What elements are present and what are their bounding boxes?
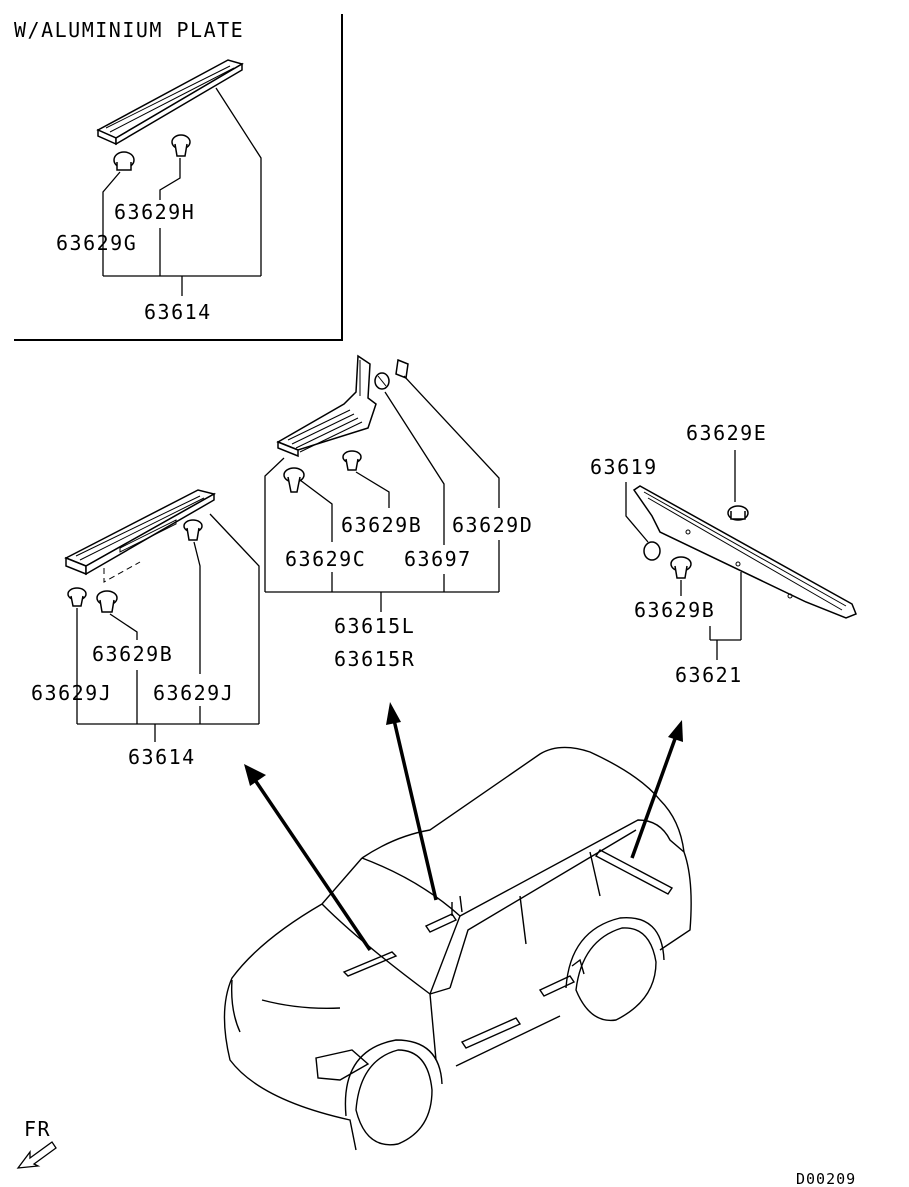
inset-scuff-plate-drawing [96, 59, 244, 146]
front-clip-j-left-drawing [67, 587, 87, 607]
front-direction-label: FR [24, 1117, 51, 1141]
label-rear-clip-b: 63629B [634, 598, 715, 622]
label-center-part-63697: 63697 [404, 547, 472, 571]
center-clip-c-drawing [283, 467, 305, 493]
center-clip-d-drawing [395, 358, 409, 380]
rear-clip-e-drawing [727, 505, 749, 521]
label-front-clip-j-left: 63629J [31, 681, 112, 705]
label-center-plate-r: 63615R [334, 647, 415, 671]
label-inset-clip-g: 63629G [56, 231, 137, 255]
vehicle-illustration [223, 746, 692, 1151]
vehicle-center-scuff-location [424, 913, 458, 933]
inset-clip-h-drawing [171, 134, 191, 157]
front-scuff-plate-group: 63629B 63629J 63629J 63614 [31, 489, 260, 769]
arrow-center-scuff [392, 719, 438, 901]
label-rear-clip-e: 63629E [686, 421, 767, 445]
center-scuff-plate-drawing [276, 354, 377, 458]
vehicle-front-scuff-location [342, 951, 398, 977]
inset-title: W/ALUMINIUM PLATE [14, 18, 244, 42]
arrow-front-scuff [253, 779, 372, 951]
arrow-rear-scuff [630, 735, 678, 859]
rear-clip-b-drawing [670, 556, 692, 579]
label-center-clip-d: 63629D [452, 513, 533, 537]
front-direction-indicator: FR [16, 1117, 57, 1169]
label-center-plate-l: 63615L [334, 614, 415, 638]
label-front-clip-j-right: 63629J [153, 681, 234, 705]
front-scuff-plate-drawing [64, 489, 217, 583]
front-clip-j-right-drawing [183, 519, 203, 541]
center-clip-b-drawing [342, 450, 362, 471]
inset-clip-g-drawing [113, 151, 135, 171]
label-center-clip-b: 63629B [341, 513, 422, 537]
rear-part-63619-drawing [643, 541, 661, 561]
inset-panel: W/ALUMINIUM PLATE 63629H 63629G 63614 [14, 14, 343, 341]
inset-border [14, 14, 343, 341]
diagram-code: D00209 [796, 1170, 856, 1187]
label-front-plate: 63614 [128, 745, 196, 769]
vehicle-rear-scuff-location [594, 849, 674, 895]
label-inset-plate: 63614 [144, 300, 212, 324]
front-arrow-icon [16, 1141, 57, 1169]
label-inset-clip-h: 63629H [114, 200, 195, 224]
label-front-clip-b: 63629B [92, 642, 173, 666]
location-arrows [244, 702, 683, 951]
center-scuff-plate-group: 63629B 63629D 63629C 63697 63615L 63615R [264, 354, 533, 671]
label-rear-part-63619: 63619 [590, 455, 658, 479]
label-center-clip-c: 63629C [285, 547, 366, 571]
rear-scuff-plate-drawing [632, 485, 857, 619]
front-clip-b-drawing [96, 590, 118, 613]
rear-scuff-plate-group: 63629E 63619 63629B 63621 [590, 421, 857, 687]
center-part-63697-drawing [374, 372, 390, 390]
label-rear-plate: 63621 [675, 663, 743, 687]
